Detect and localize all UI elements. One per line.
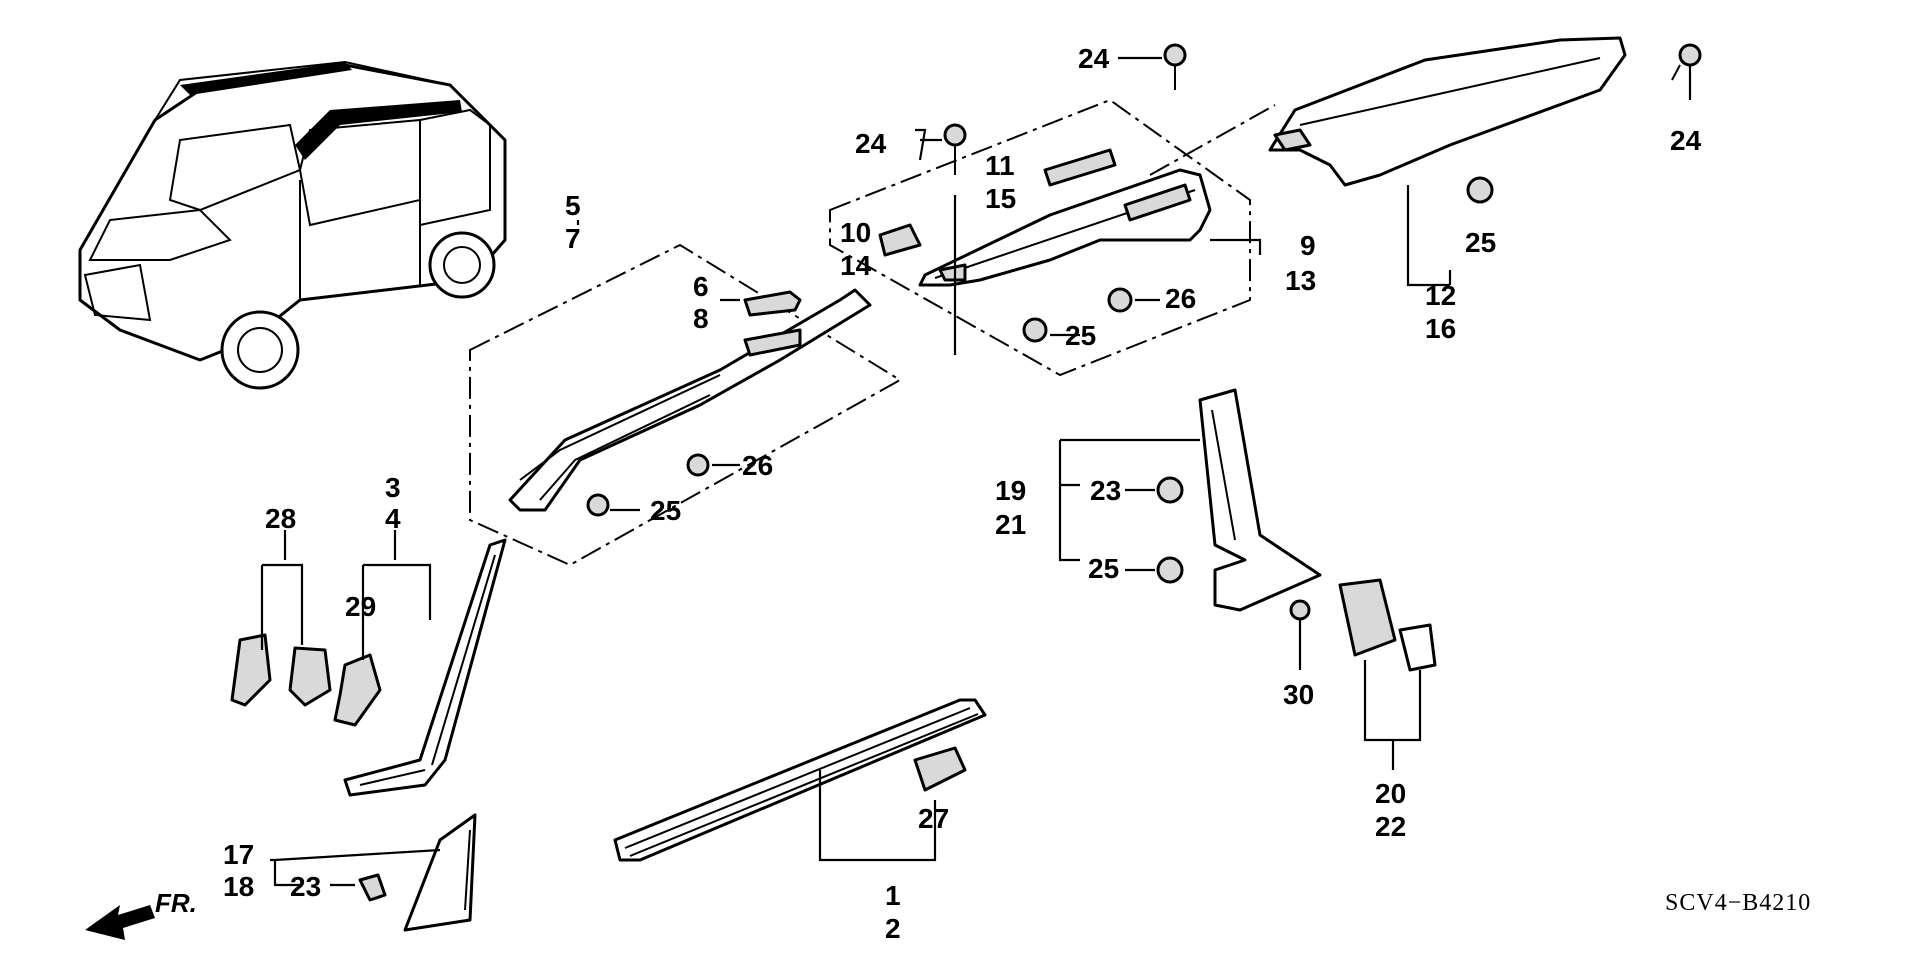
callout-18: 18	[223, 871, 254, 902]
callout-11: 11	[985, 150, 1015, 181]
callout-2: 2	[885, 913, 901, 944]
clip-28-pair	[230, 633, 332, 707]
side-sill-garnish	[613, 698, 987, 862]
callout-29: 29	[345, 591, 376, 622]
callout-25-rear: 25	[1465, 227, 1496, 258]
callout-13: 13	[1285, 265, 1316, 296]
clip-23-lower	[358, 873, 387, 902]
callout-25-pillar: 25	[1088, 553, 1119, 584]
callout-17: 17	[223, 839, 254, 870]
lead-lines-3-4-28-29	[260, 530, 432, 660]
diagram-code: SCV4−B4210	[1665, 890, 1811, 916]
vehicle-illustration	[78, 60, 507, 390]
callout-8: 8	[693, 303, 709, 334]
callout-6: 6	[693, 271, 709, 302]
callout-28: 28	[265, 503, 296, 534]
bolt-24-center	[1118, 43, 1187, 90]
callout-14: 14	[840, 250, 872, 281]
lead-lines-17-18	[270, 848, 441, 887]
callout-24-center: 24	[1078, 43, 1110, 74]
clip-29	[333, 653, 382, 727]
callout-24-right: 24	[1670, 125, 1702, 156]
callout-25-front: 25	[650, 495, 681, 526]
center-pillar-garnish	[1058, 388, 1322, 612]
roof-rail-front-group	[469, 220, 902, 567]
callout-12: 12	[1425, 280, 1456, 311]
callout-labels: 1 2 3 4 5 7 6 8 9 13 10 14 11 15 12 16 1…	[223, 43, 1702, 944]
front-direction-arrow: FR.	[85, 888, 197, 940]
callout-24-left: 24	[855, 128, 887, 159]
callout-27: 27	[918, 803, 949, 834]
bolt-24-right	[1671, 43, 1702, 100]
front-pillar-garnish	[343, 538, 507, 797]
callout-26-front: 26	[742, 450, 773, 481]
callout-1: 1	[885, 880, 901, 911]
callout-7: 7	[565, 223, 581, 254]
callout-23-upper: 23	[1090, 475, 1121, 506]
rear-corner-garnish	[403, 813, 477, 932]
callout-10: 10	[840, 217, 871, 248]
callout-16: 16	[1425, 313, 1456, 344]
clip-27	[913, 746, 967, 792]
callout-15: 15	[985, 183, 1016, 214]
callout-5: 5	[565, 190, 581, 221]
roof-rail-center-group	[829, 98, 1276, 377]
bolt-24-left	[920, 123, 967, 175]
callout-21: 21	[995, 509, 1026, 540]
callout-9: 9	[1300, 230, 1316, 261]
roof-rail-rear	[1268, 36, 1627, 287]
speaker-grille-set	[1289, 578, 1437, 770]
callout-30: 30	[1283, 679, 1314, 710]
callout-22: 22	[1375, 811, 1406, 842]
front-direction-label: FR.	[155, 888, 197, 918]
callout-26-center: 26	[1165, 283, 1196, 314]
lead-lines-1-2-27	[818, 770, 937, 862]
callout-4: 4	[385, 503, 401, 534]
callout-3: 3	[385, 472, 401, 503]
callout-20: 20	[1375, 778, 1406, 809]
callout-23-lower: 23	[290, 871, 321, 902]
callout-25-center: 25	[1065, 320, 1096, 351]
callout-19: 19	[995, 475, 1026, 506]
